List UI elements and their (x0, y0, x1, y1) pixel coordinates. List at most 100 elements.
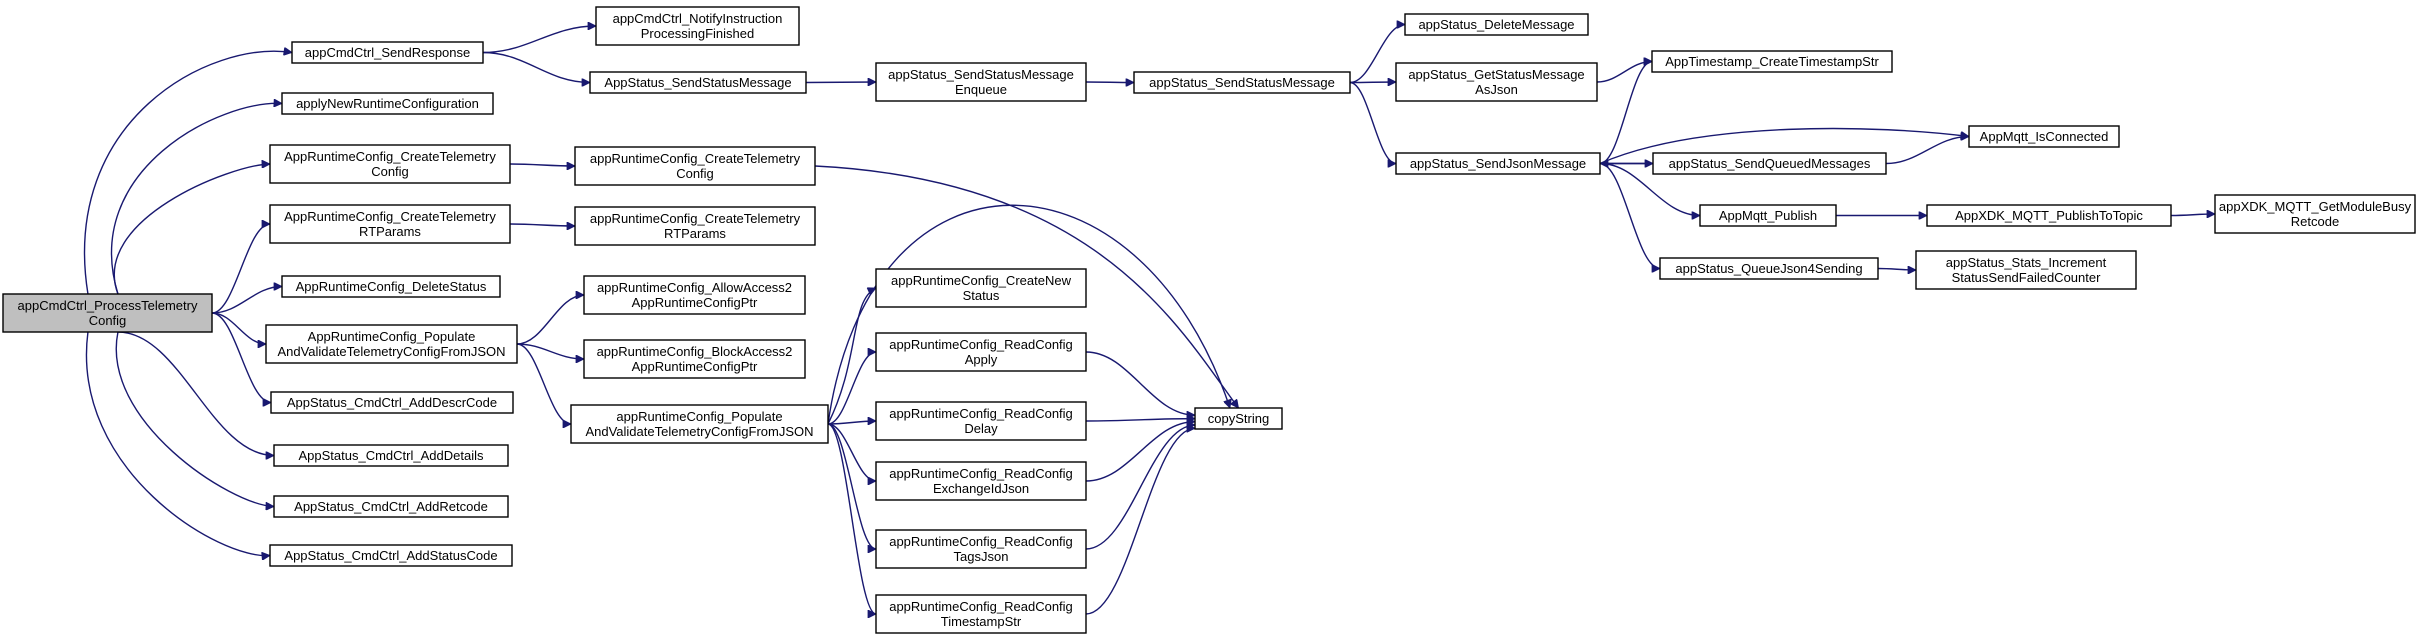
edge-arrow (1085, 82, 1134, 83)
node-deleteStatus[interactable]: AppRuntimeConfig_DeleteStatus (281, 275, 501, 298)
node-box (1652, 152, 1887, 175)
node-label: Apply (965, 352, 998, 367)
node-addRetcode[interactable]: AppStatus_CmdCtrl_AddRetcode (273, 495, 509, 518)
node-label: appRuntimeConfig_ReadConfig (889, 466, 1073, 481)
edge-arrow (1085, 422, 1195, 482)
node-deleteMsg[interactable]: appStatus_DeleteMessage (1404, 13, 1589, 36)
edge-arrow (814, 165, 1240, 408)
node-queued[interactable]: appStatus_SendQueuedMessages (1652, 152, 1887, 175)
edge-arrow (482, 26, 596, 54)
edge-arrow (113, 164, 270, 295)
node-label: AppStatus_CmdCtrl_AddDetails (299, 448, 484, 463)
node-applyNew[interactable]: applyNewRuntimeConfiguration (281, 92, 494, 115)
edge-populateB-to-rcTags (827, 423, 876, 549)
node-label: ProcessingFinished (641, 26, 754, 41)
node-label: appRuntimeConfig_ReadConfig (889, 534, 1073, 549)
edge-arrow (1599, 162, 1700, 216)
edge-arrow (2170, 214, 2215, 216)
node-addDescr[interactable]: AppStatus_CmdCtrl_AddDescrCode (270, 391, 514, 414)
node-box (1133, 71, 1351, 94)
node-populateB[interactable]: appRuntimeConfig_PopulateAndValidateTele… (570, 404, 829, 444)
node-timestamp[interactable]: AppTimestamp_CreateTimestampStr (1651, 50, 1893, 73)
edge-arrow (1877, 269, 1916, 271)
edge-root-to-createTelCfgA (113, 164, 270, 295)
node-sendStatusB[interactable]: appStatus_SendStatusMessage (1133, 71, 1351, 94)
node-label: appStatus_SendJsonMessage (1410, 156, 1586, 171)
edge-rcTags-to-copyString (1085, 425, 1195, 550)
node-label: AppRuntimeConfigPtr (632, 295, 758, 310)
node-rcExchange[interactable]: appRuntimeConfig_ReadConfigExchangeIdJso… (875, 461, 1087, 501)
edge-rcApply-to-copyString (1085, 351, 1195, 415)
node-copyString[interactable]: copyString (1194, 407, 1283, 430)
node-label: AppStatus_CmdCtrl_AddRetcode (294, 499, 488, 514)
node-box (291, 41, 484, 64)
node-label: appStatus_SendStatusMessage (1149, 75, 1335, 90)
edge-createTelCfgB-to-copyString (814, 165, 1240, 408)
node-box (1699, 204, 1837, 227)
node-sendJson[interactable]: appStatus_SendJsonMessage (1395, 152, 1601, 175)
node-publishTopic[interactable]: AppXDK_MQTT_PublishToTopic (1926, 204, 2172, 227)
edge-rcExchange-to-copyString (1085, 422, 1195, 482)
node-box (1651, 50, 1893, 73)
edge-populateA-to-block (516, 343, 584, 359)
node-label: appCmdCtrl_SendResponse (305, 45, 470, 60)
edge-getJson-to-timestamp (1596, 62, 1652, 83)
node-queueJson[interactable]: appStatus_QueueJson4Sending (1659, 257, 1879, 280)
node-block[interactable]: appRuntimeConfig_BlockAccess2AppRuntimeC… (583, 339, 806, 379)
edge-arrow (1885, 137, 1969, 165)
edge-arrow (827, 352, 876, 425)
edge-sendJson-to-queueJson (1599, 162, 1660, 269)
node-incCounter[interactable]: appStatus_Stats_IncrementStatusSendFaile… (1915, 250, 2137, 290)
node-box (2, 293, 213, 333)
edge-arrow (805, 82, 876, 83)
node-populateA[interactable]: AppRuntimeConfig_PopulateAndValidateTele… (265, 324, 518, 364)
node-notify[interactable]: appCmdCtrl_NotifyInstructionProcessingFi… (595, 6, 800, 46)
edge-arrow (516, 295, 584, 345)
edge-sendStatusA-to-enqueue (805, 82, 876, 83)
node-label: AppTimestamp_CreateTimestampStr (1665, 54, 1879, 69)
edge-arrow (211, 312, 271, 403)
node-label: appCmdCtrl_ProcessTelemetry (18, 298, 198, 313)
node-label: AppStatus_CmdCtrl_AddDescrCode (287, 395, 497, 410)
node-addDetails[interactable]: AppStatus_CmdCtrl_AddDetails (273, 444, 509, 467)
node-label: Config (371, 164, 409, 179)
node-isConnected[interactable]: AppMqtt_IsConnected (1968, 125, 2120, 148)
node-box (875, 62, 1087, 102)
node-label: AppStatus_SendStatusMessage (604, 75, 791, 90)
edge-populateA-to-populateB (516, 343, 571, 424)
node-box (875, 332, 1087, 372)
node-box (269, 204, 511, 244)
node-allow[interactable]: appRuntimeConfig_AllowAccess2AppRuntimeC… (583, 275, 806, 315)
node-box (270, 391, 514, 414)
node-label: appStatus_QueueJson4Sending (1675, 261, 1862, 276)
node-sendStatusA[interactable]: AppStatus_SendStatusMessage (589, 71, 807, 94)
edge-arrow (827, 423, 876, 481)
node-sendResponse[interactable]: appCmdCtrl_SendResponse (291, 41, 484, 64)
node-label: appStatus_GetStatusMessage (1408, 67, 1584, 82)
node-publish[interactable]: AppMqtt_Publish (1699, 204, 1837, 227)
edge-queueJson-to-incCounter (1877, 269, 1916, 271)
node-label: appRuntimeConfig_Populate (616, 409, 782, 424)
edge-arrow (1599, 62, 1652, 165)
edge-enqueue-to-sendStatusB (1085, 82, 1134, 83)
edge-sendResponse-to-sendStatusA (482, 51, 590, 83)
node-addStatus[interactable]: AppStatus_CmdCtrl_AddStatusCode (269, 544, 513, 567)
node-box (875, 401, 1087, 441)
node-box (1659, 257, 1879, 280)
node-box (1395, 152, 1601, 175)
edge-arrow (211, 224, 270, 314)
edge-arrow (516, 343, 571, 424)
